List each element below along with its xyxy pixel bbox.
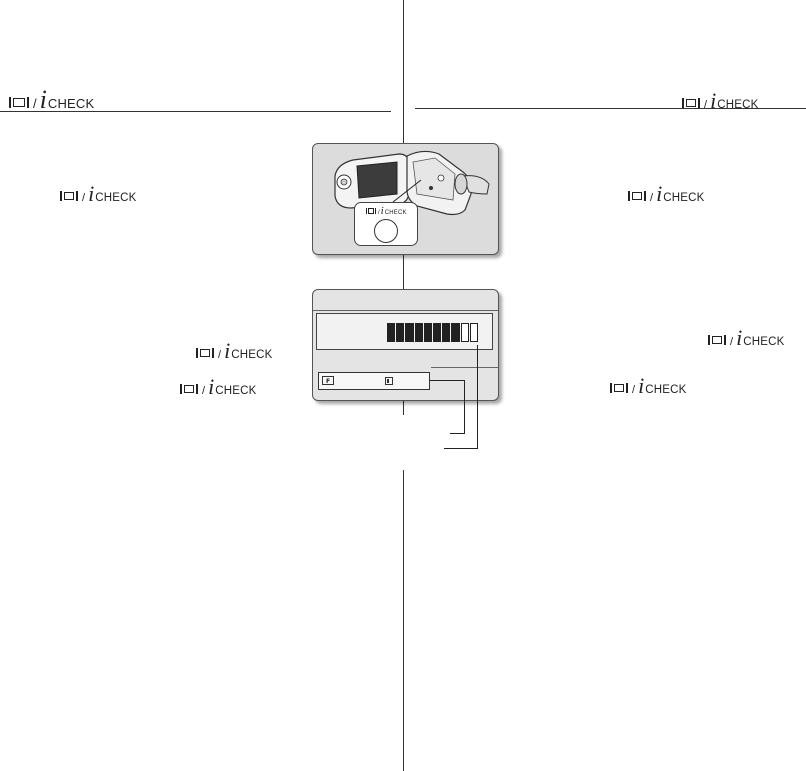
right-heading-rule: [415, 108, 806, 109]
left-heading-label: / i CHECK: [9, 87, 94, 113]
battery-cell: [451, 323, 460, 342]
status-bar: F: [318, 372, 430, 390]
display-check-button: [374, 219, 398, 243]
leader-line-battery-vertical: [477, 345, 478, 449]
screen-icon: [9, 97, 29, 108]
button-callout: / i CHECK: [354, 202, 418, 246]
screen-icon: [196, 348, 214, 358]
battery-cell: [387, 323, 396, 342]
screen-icon: [366, 208, 376, 214]
right-body-label-1: / i CHECK: [628, 183, 704, 205]
screen-icon: [708, 335, 726, 345]
battery-level-panel: [316, 313, 493, 350]
battery-level-bar: [387, 323, 478, 342]
left-body-label-3: / i CHECK: [180, 376, 256, 398]
screen-icon: [628, 191, 646, 201]
right-body-label-3: / i CHECK: [610, 375, 686, 397]
button-callout-label: / i CHECK: [366, 206, 407, 217]
battery-cell: [405, 323, 414, 342]
camcorder-figure: / i CHECK: [312, 143, 499, 255]
camcorder-illustration: [334, 150, 490, 216]
battery-cell: [469, 323, 478, 342]
battery-display-figure: F: [312, 289, 499, 401]
right-body-label-2: / i CHECK: [708, 327, 784, 349]
screen-icon: [180, 384, 198, 394]
battery-cell: [442, 323, 451, 342]
screen-icon: [610, 383, 628, 393]
battery-cell: [414, 323, 423, 342]
battery-cell: [460, 323, 469, 342]
left-body-label-1: / i CHECK: [60, 183, 136, 205]
leader-line-battery-end: [444, 448, 478, 449]
battery-cell: [423, 323, 432, 342]
left-heading-rule: [0, 111, 391, 112]
screen-icon: [60, 191, 78, 201]
leader-line-status: [430, 380, 465, 381]
display-divider-top: [313, 310, 498, 311]
leader-line-status-end: [450, 433, 465, 434]
right-heading-label: / i CHECK: [682, 90, 758, 112]
screen-icon: [682, 98, 700, 108]
battery-cell: [396, 323, 405, 342]
display-divider-bottom: [431, 367, 498, 368]
leader-line-status-vertical: [464, 380, 465, 434]
battery-cell: [432, 323, 442, 342]
left-body-label-2: / i CHECK: [196, 340, 272, 362]
fine-quality-icon: F: [322, 376, 334, 385]
column-divider-bottom: [403, 470, 404, 771]
memory-card-icon: [385, 377, 393, 385]
